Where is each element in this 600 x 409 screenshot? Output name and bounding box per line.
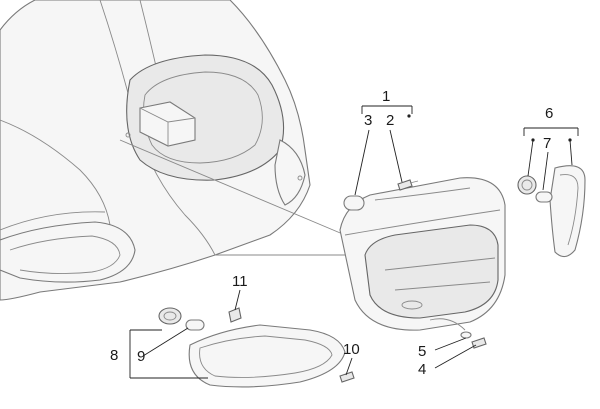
rear-body-panel [0,0,346,301]
leader-lines [129,105,579,379]
screw-washer-4-5 [460,331,487,349]
tail-light-assembly [339,177,506,331]
callout-4: 4 [418,361,426,378]
callout-3: 3 [364,112,372,129]
callout-8: 8 [110,347,118,364]
callout-labels: 1 3 2 6 7 11 8 9 10 5 4 [110,88,553,378]
callout-10: 10 [343,341,360,358]
side-light-8 [158,307,355,388]
callout-7: 7 [543,135,551,152]
side-light-6 [517,165,586,258]
callout-9: 9 [137,348,145,365]
callout-11: 11 [232,273,248,290]
screw-2 [397,179,419,191]
callout-5: 5 [418,343,426,360]
callout-2: 2 [386,112,394,129]
bulb-3 [343,195,365,211]
callout-1: 1 [382,88,390,105]
callout-6: 6 [545,105,553,122]
